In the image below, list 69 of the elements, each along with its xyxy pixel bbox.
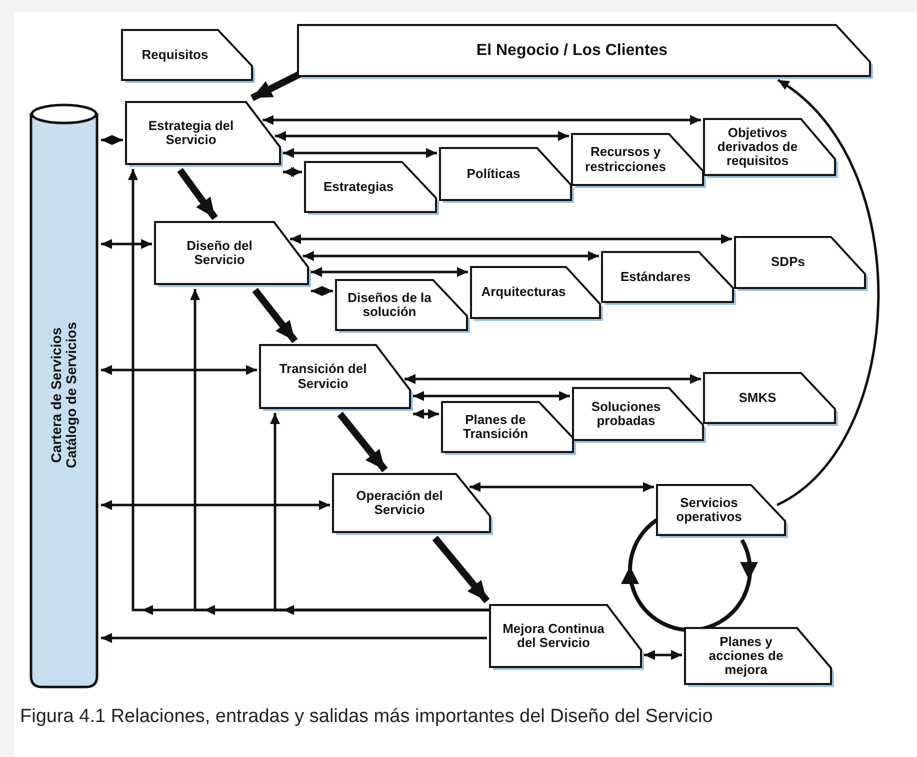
document-box xyxy=(442,402,573,452)
document-box xyxy=(155,222,308,284)
document-box xyxy=(685,628,831,684)
arrow xyxy=(776,79,880,506)
document-box xyxy=(333,474,490,532)
box-label: Operación del Servicio xyxy=(355,488,444,518)
document-box xyxy=(305,162,436,212)
document-box xyxy=(572,134,703,185)
document-box xyxy=(298,25,870,76)
document-box xyxy=(602,252,733,302)
arrow xyxy=(413,409,439,419)
cylinder-label: Catálogo de Servicios xyxy=(64,322,80,469)
arrow xyxy=(644,650,682,660)
arrow xyxy=(128,169,489,612)
cylinder-label: Cartera de Servicios xyxy=(48,328,64,464)
arrow xyxy=(311,286,333,296)
box-label: Planes de Transición xyxy=(462,412,530,442)
document-box xyxy=(704,119,835,175)
arrow xyxy=(283,148,437,158)
box-label: Planes y acciones de mejora xyxy=(708,634,784,678)
box-label: SMKS xyxy=(738,390,776,406)
arrow xyxy=(337,412,388,472)
arrow xyxy=(283,167,302,177)
document-box xyxy=(573,388,703,440)
arrow xyxy=(404,374,701,384)
box-label: Soluciones probadas xyxy=(590,400,662,428)
arrow xyxy=(101,365,257,375)
arrow xyxy=(290,234,732,244)
box-label: Políticas xyxy=(466,166,520,182)
arrow xyxy=(177,168,218,220)
box-label: Mejora Continua del Servicio xyxy=(502,622,606,650)
box-label: Estándares xyxy=(620,270,691,284)
arrow xyxy=(101,500,330,510)
arrow xyxy=(470,482,654,492)
document-box xyxy=(336,280,467,330)
arrow xyxy=(101,135,123,145)
document-box xyxy=(126,102,280,164)
document-box xyxy=(260,345,410,408)
arrow xyxy=(311,267,468,277)
document-box xyxy=(471,267,600,318)
box-label: Recursos y restricciones xyxy=(584,145,667,174)
document-box xyxy=(122,30,252,80)
arrow xyxy=(302,251,599,261)
arrow xyxy=(262,115,701,125)
box-label: Estrategias xyxy=(323,180,394,194)
document-box xyxy=(735,237,865,288)
box-label: Arquitecturas xyxy=(481,285,566,300)
document-box xyxy=(657,485,785,535)
box-label: Objetivos derivados de requisitos xyxy=(716,126,799,168)
arrow xyxy=(413,391,570,401)
box-label: SDPs xyxy=(771,255,805,270)
box-label: Transición del Servicio xyxy=(278,362,368,391)
arrow xyxy=(101,633,487,643)
box-label: Estrategia del Servicio xyxy=(147,118,235,148)
arrow xyxy=(252,288,298,344)
box-label: El Negocio / Los Clientes xyxy=(476,42,668,60)
arrow xyxy=(250,70,302,102)
arrow xyxy=(432,536,490,604)
box-label: Diseños de la solución xyxy=(346,290,432,320)
document-box xyxy=(490,605,641,667)
box-label: Requisitos xyxy=(142,48,208,62)
box-label: Servicios operativos xyxy=(675,496,743,524)
arrow xyxy=(101,239,152,249)
box-label: Diseño del Servicio xyxy=(186,238,254,268)
document-box xyxy=(704,373,835,423)
document-box xyxy=(440,148,571,200)
arrow xyxy=(274,131,569,141)
database-cylinder xyxy=(30,103,98,688)
figure-caption: Figura 4.1 Relaciones, entradas y salidas más importantes del Diseño del Servicio xyxy=(20,706,713,728)
